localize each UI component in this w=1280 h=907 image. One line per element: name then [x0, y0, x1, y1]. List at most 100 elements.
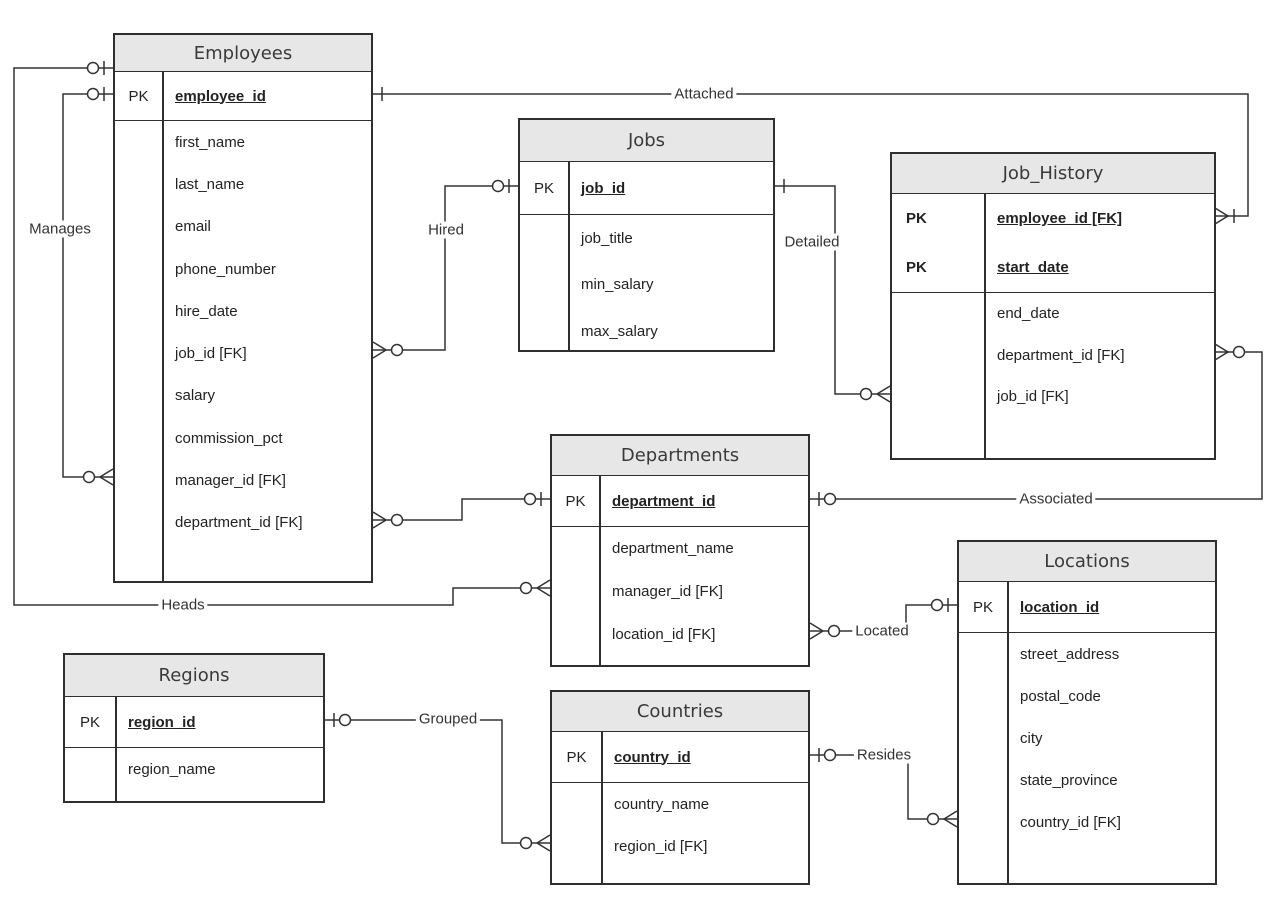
- table-row: department_name: [552, 527, 808, 570]
- field-name: job_title: [581, 229, 633, 247]
- table-row: location_id [FK]: [552, 613, 808, 656]
- pk-section: PK employee_id: [115, 72, 371, 121]
- field-name: min_salary: [581, 276, 654, 294]
- field-primary-key: location_id: [1020, 598, 1100, 616]
- connector-heads: [13, 61, 551, 606]
- table-countries[interactable]: Countries PK country_id country_name reg…: [550, 690, 810, 885]
- pk-badge: PK: [566, 748, 587, 766]
- field-name: department_id [FK]: [997, 346, 1125, 364]
- field-name: email: [175, 218, 211, 236]
- table-row: country_id [FK]: [959, 801, 1215, 843]
- column-divider: [599, 476, 601, 665]
- table-title: Employees: [115, 35, 371, 72]
- relationship-label-attached: Attached: [671, 85, 737, 103]
- table-row: PK location_id: [959, 582, 1215, 632]
- connector-hired: [372, 179, 518, 359]
- connector-manages: [62, 87, 114, 486]
- field-primary-key: region_id: [128, 713, 196, 731]
- table-row: first_name: [115, 121, 371, 163]
- table-row: department_id [FK]: [892, 335, 1214, 377]
- column-divider: [115, 697, 117, 801]
- pk-section: PK employee_id [FK] PK start_date: [892, 194, 1214, 293]
- field-primary-key: employee_id [FK]: [997, 210, 1123, 227]
- pk-section: PK location_id: [959, 582, 1215, 633]
- table-locations[interactable]: Locations PK location_id street_address …: [957, 540, 1217, 885]
- table-regions[interactable]: Regions PK region_id region_name: [63, 653, 325, 803]
- table-row: PK country_id: [552, 732, 808, 782]
- table-row: job_title: [520, 215, 773, 262]
- pk-badge: PK: [565, 492, 586, 510]
- field-name: region_name: [128, 760, 216, 778]
- table-row: PK start_date: [892, 243, 1214, 292]
- table-row: department_id [FK]: [115, 502, 371, 544]
- field-name: city: [1020, 729, 1043, 747]
- connector-attached: [373, 87, 1249, 225]
- fields-section: region_name: [65, 748, 323, 801]
- connector-assigned: [372, 492, 550, 529]
- table-row: manager_id [FK]: [115, 459, 371, 501]
- table-title: Job_History: [892, 154, 1214, 194]
- table-row: phone_number: [115, 248, 371, 290]
- field-name: job_id [FK]: [997, 388, 1069, 406]
- table-row: country_name: [552, 783, 808, 825]
- field-name: salary: [175, 387, 216, 405]
- pk-badge: PK: [906, 259, 927, 276]
- field-name: country_id [FK]: [1020, 813, 1121, 831]
- field-name: country_name: [614, 795, 710, 813]
- field-name: first_name: [175, 133, 246, 151]
- fields-section: job_title min_salary max_salary: [520, 215, 773, 355]
- connector-located: [809, 598, 957, 640]
- field-primary-key: country_id: [614, 748, 691, 766]
- column-divider: [162, 72, 164, 581]
- field-name: postal_code: [1020, 687, 1101, 705]
- field-name: department_name: [612, 540, 734, 557]
- table-row: postal_code: [959, 675, 1215, 717]
- pk-section: PK department_id: [552, 476, 808, 527]
- table-row: last_name: [115, 163, 371, 205]
- field-name: location_id [FK]: [612, 626, 716, 643]
- table-row: PK employee_id [FK]: [892, 194, 1214, 243]
- table-row: state_province: [959, 759, 1215, 801]
- relationship-label-heads: Heads: [158, 596, 208, 614]
- field-name: state_province: [1020, 771, 1118, 789]
- relationship-label-manages: Manages: [26, 220, 94, 238]
- table-row: job_id [FK]: [115, 332, 371, 374]
- relationship-label-grouped: Grouped: [415, 710, 481, 728]
- field-name: street_address: [1020, 645, 1120, 663]
- table-row: region_id [FK]: [552, 825, 808, 867]
- table-jobs[interactable]: Jobs PK job_id job_title min_salary max_…: [518, 118, 775, 352]
- pk-section: PK country_id: [552, 732, 808, 783]
- table-row: hire_date: [115, 290, 371, 332]
- table-employees[interactable]: Employees PK employee_id first_name last…: [113, 33, 373, 583]
- field-name: phone_number: [175, 260, 276, 278]
- table-row: city: [959, 717, 1215, 759]
- table-departments[interactable]: Departments PK department_id department_…: [550, 434, 810, 667]
- table-row: region_name: [65, 748, 323, 790]
- pk-badge: PK: [79, 713, 100, 731]
- table-row: min_salary: [520, 262, 773, 309]
- table-row: PK employee_id: [115, 72, 371, 120]
- fields-section: end_date department_id [FK] job_id [FK]: [892, 293, 1214, 458]
- table-title: Departments: [552, 436, 808, 476]
- table-row: PK job_id: [520, 162, 773, 214]
- field-name: department_id [FK]: [175, 514, 303, 532]
- connector-detailed: [775, 179, 891, 403]
- field-primary-key: employee_id: [175, 87, 266, 105]
- table-row: street_address: [959, 633, 1215, 675]
- field-name: hire_date: [175, 302, 238, 320]
- field-name: max_salary: [581, 322, 658, 340]
- column-divider: [1007, 582, 1009, 883]
- pk-badge: PK: [128, 87, 149, 105]
- relationship-label-located: Located: [852, 622, 912, 640]
- table-row: job_id [FK]: [892, 376, 1214, 418]
- table-title: Countries: [552, 692, 808, 732]
- pk-section: PK job_id: [520, 162, 773, 215]
- table-job-history[interactable]: Job_History PK employee_id [FK] PK start…: [890, 152, 1216, 460]
- table-title: Jobs: [520, 120, 773, 162]
- relationship-label-resides: Resides: [853, 746, 915, 764]
- fields-section: street_address postal_code city state_pr…: [959, 633, 1215, 883]
- table-row: email: [115, 206, 371, 248]
- table-row: PK region_id: [65, 697, 323, 747]
